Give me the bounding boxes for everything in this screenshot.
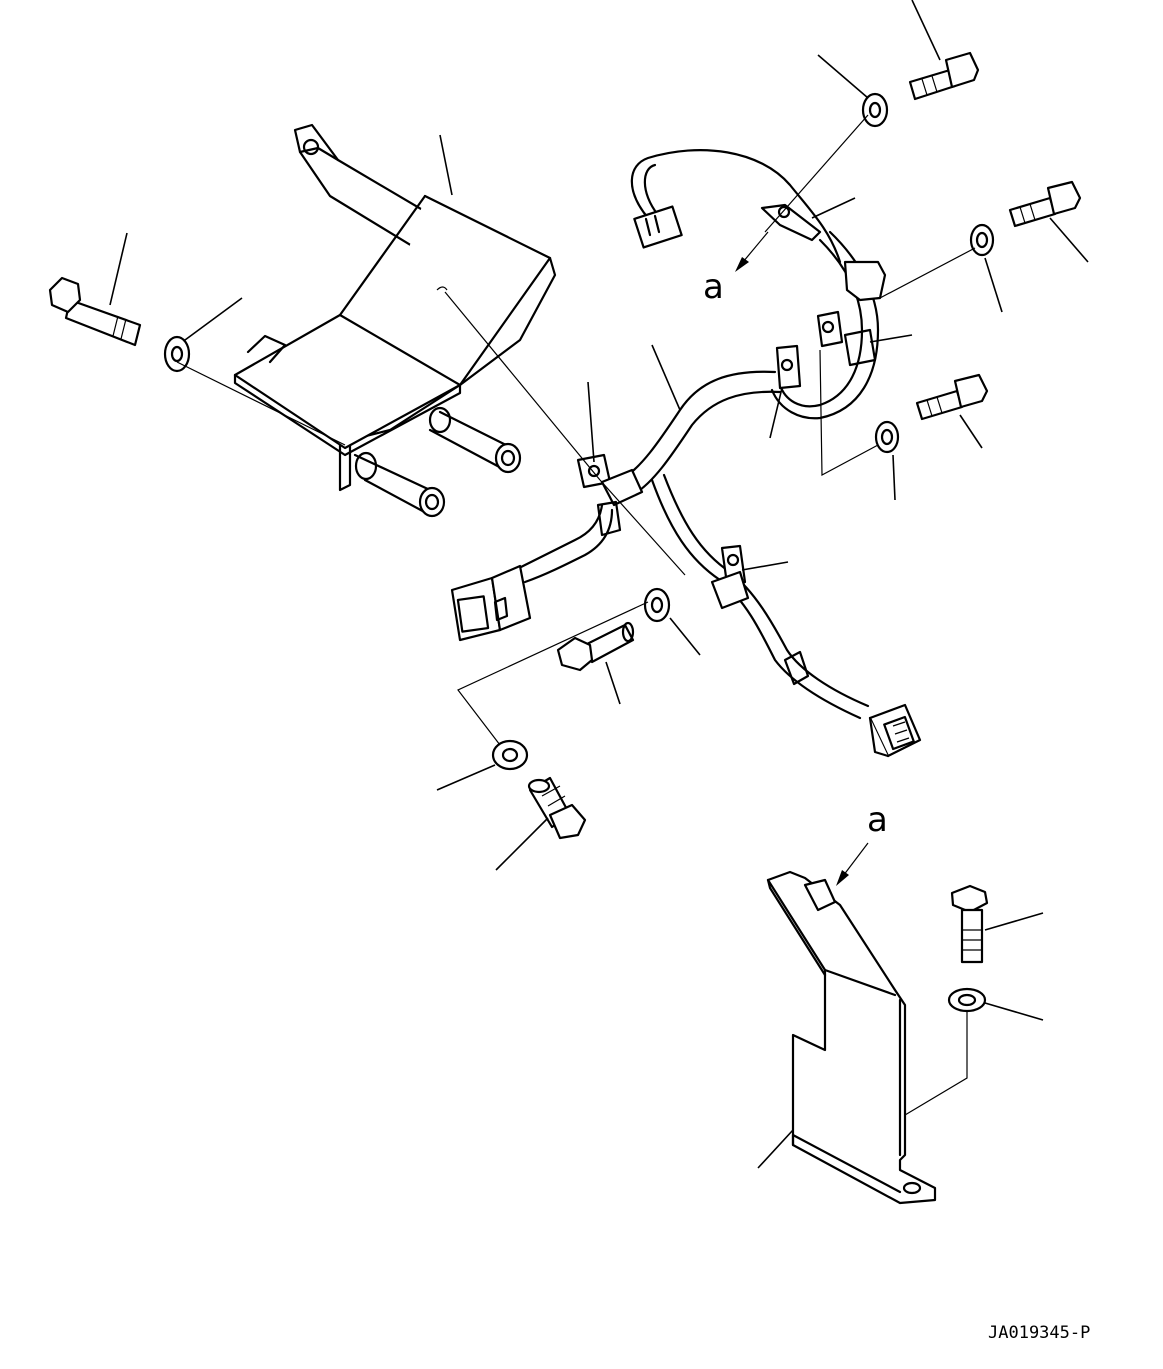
bolt-right-upper [1008,180,1082,228]
view-label-lower: a [867,800,888,840]
bolt-right-middle [915,373,989,421]
leader-lines [109,0,1089,1169]
bolt-lower-right [950,884,989,964]
lower-bracket [766,870,937,1205]
left-bracket [233,123,557,518]
drawing-number: JA019345-P [988,1323,1090,1343]
wiring-harness [450,149,922,758]
bolt-left-long [48,276,142,347]
bolt-center [556,621,635,672]
bolt-lower-left [527,776,587,840]
washers [163,92,995,1013]
bolt-top [908,51,980,101]
view-label-upper: a [703,267,724,307]
